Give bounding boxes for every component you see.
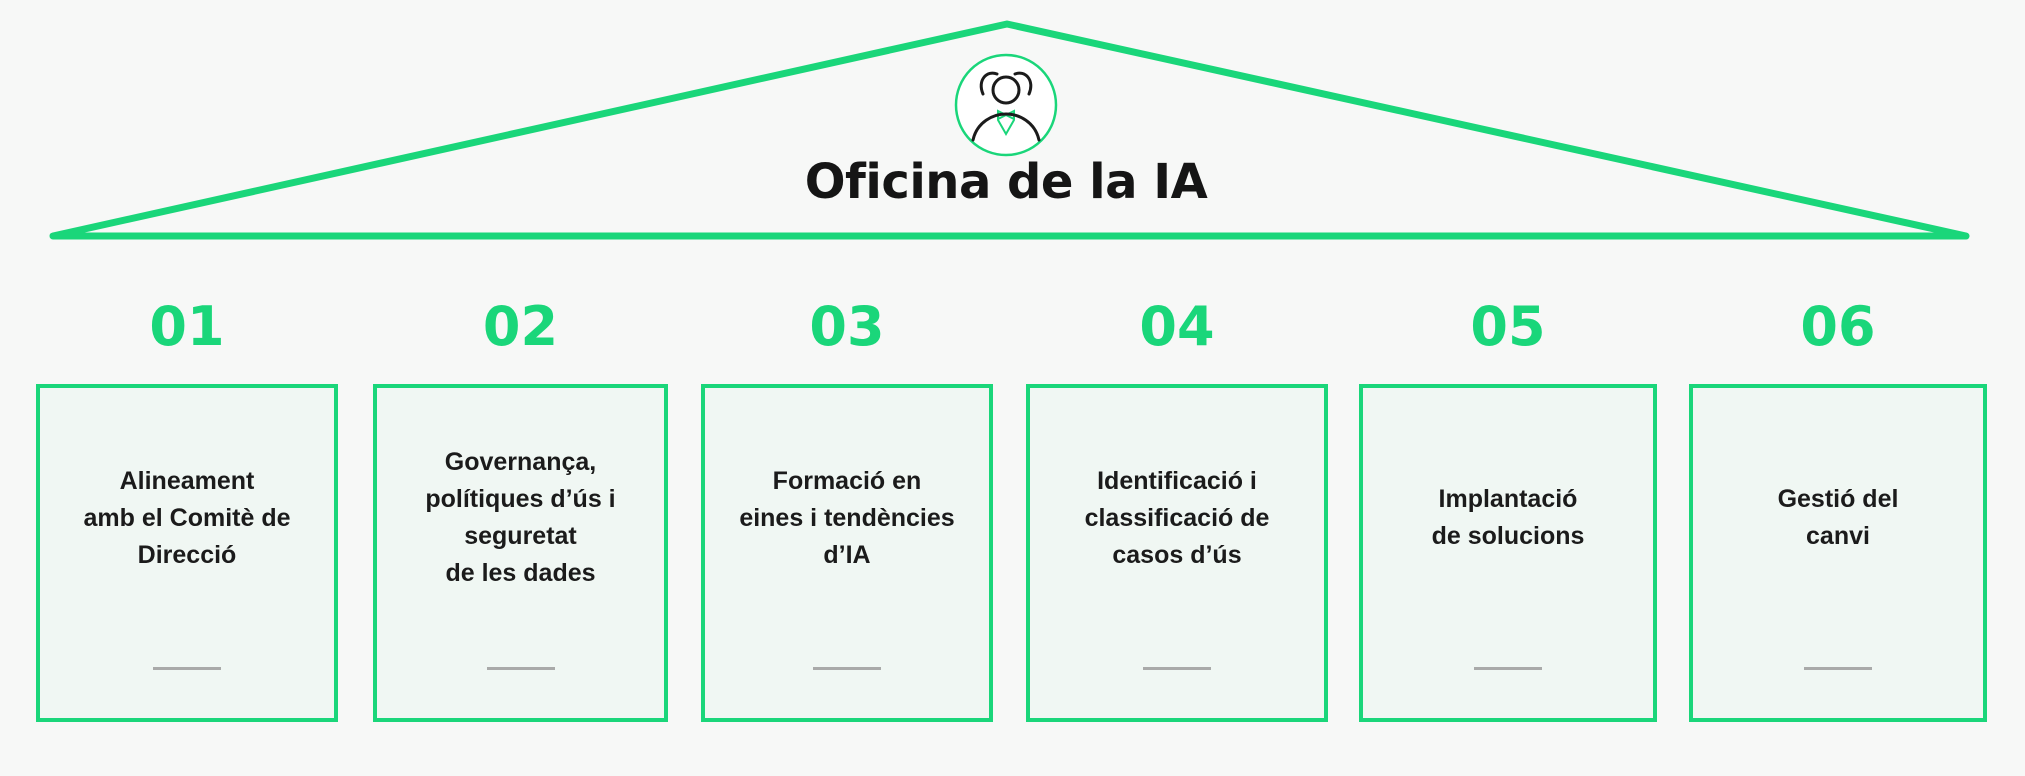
pillar-label: Gestió del canvi [1777,485,1899,550]
pillar-number: 03 [809,295,885,358]
pillar-box: Alineament amb el Comitè de Direcció [36,384,338,722]
pillar-box: Implantació de solucions [1359,384,1657,722]
pillar-label: Implantació de solucions [1431,485,1585,550]
pillar-divider [1143,667,1211,670]
pillar-number: 02 [482,295,559,358]
pillar-02: 02 Governança, polítiques d’ús i seguret… [373,0,668,776]
pillar-number: 05 [1470,295,1546,358]
pillar-box: Identificació i classificació de casos d… [1026,384,1328,722]
pillar-04: 04 Identificació i classificació de caso… [1026,0,1328,776]
pillar-03: 03 Formació en eines i tendències d’IA [701,0,993,776]
pillar-label: Governança, polítiques d’ús i seguretat … [425,448,616,587]
pillar-divider [813,667,881,670]
pillar-label: Identificació i classificació de casos d… [1084,466,1270,569]
pillar-number: 01 [149,295,225,358]
pillar-divider [1474,667,1542,670]
pillar-divider [486,667,555,670]
diagram-title: Oficina de la IA [804,154,1208,210]
roof-triangle [49,20,1970,240]
person-avatar-icon [954,53,1058,157]
pillar-06: 06 Gestió del canvi [1689,0,1987,776]
pillar-label: Alineament amb el Comitè de Direcció [83,466,291,569]
pillar-01: 01 Alineament amb el Comitè de Direcció [36,0,338,776]
pillar-number: 06 [1800,295,1876,358]
pillar-divider [153,667,221,670]
pillar-box: Governança, polítiques d’ús i seguretat … [373,384,668,722]
pillar-05: 05 Implantació de solucions [1359,0,1657,776]
pillar-box: Formació en eines i tendències d’IA [701,384,993,722]
pillar-box: Gestió del canvi [1689,384,1987,722]
pillar-label: Formació en eines i tendències d’IA [739,466,955,569]
pillar-divider [1804,667,1872,670]
pillar-number: 04 [1139,295,1215,358]
